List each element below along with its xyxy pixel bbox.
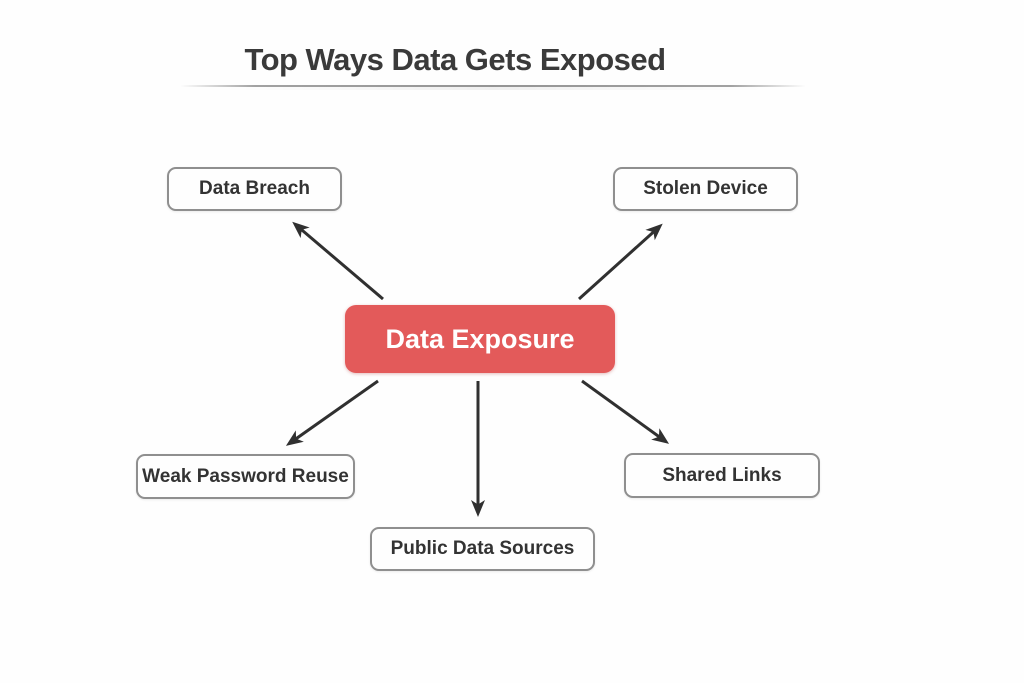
node-stolen-device: Stolen Device bbox=[613, 167, 798, 211]
arrow-to-data-breach bbox=[292, 221, 384, 301]
node-data-exposure: Data Exposure bbox=[345, 305, 615, 373]
node-weak-password-reuse: Weak Password Reuse bbox=[136, 454, 355, 499]
title-divider bbox=[180, 85, 806, 90]
arrow-to-shared-links bbox=[581, 379, 670, 444]
node-public-data-sources: Public Data Sources bbox=[370, 527, 595, 571]
arrow-to-weak-password-reuse bbox=[285, 379, 379, 446]
node-data-breach: Data Breach bbox=[167, 167, 342, 211]
arrow-to-stolen-device bbox=[577, 223, 663, 301]
diagram-title: Top Ways Data Gets Exposed bbox=[244, 42, 666, 77]
node-shared-links: Shared Links bbox=[624, 453, 820, 498]
